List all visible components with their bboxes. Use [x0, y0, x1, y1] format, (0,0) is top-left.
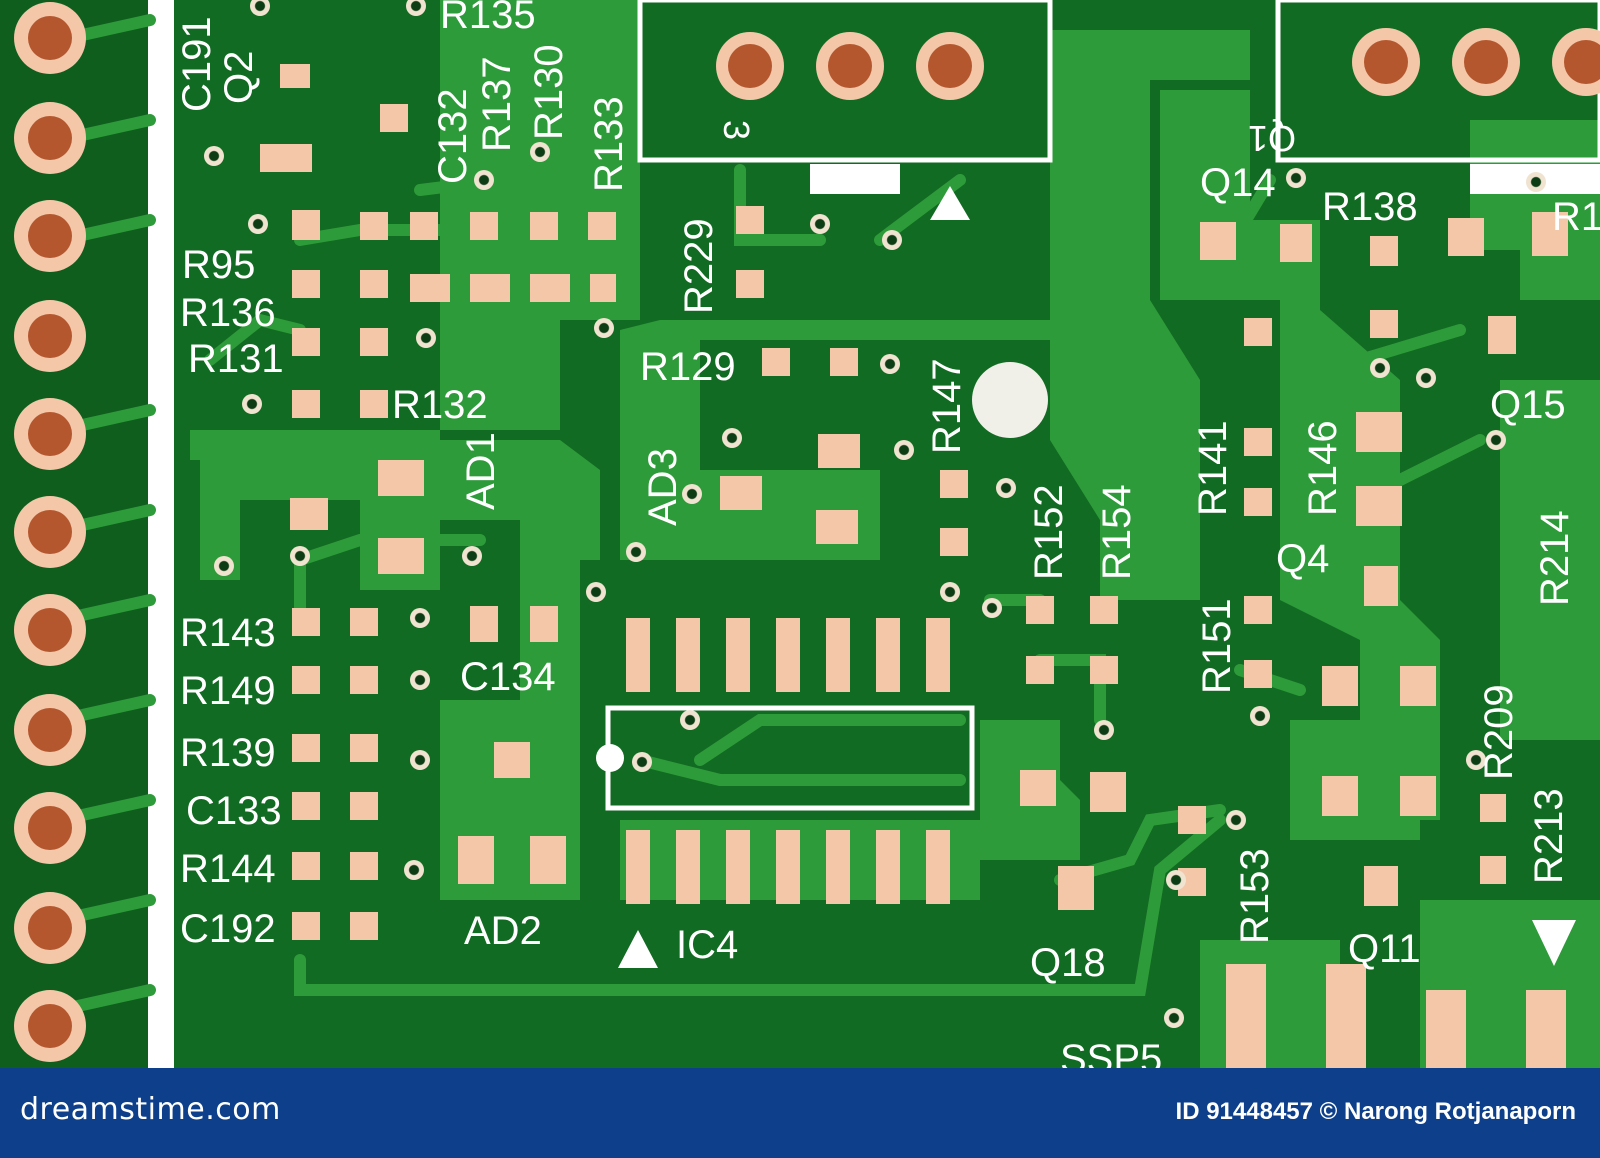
smd-pads	[260, 64, 1568, 1068]
label-q15: Q15	[1490, 383, 1566, 427]
vias	[204, 0, 1546, 1028]
label-ic4: IC4	[676, 923, 738, 967]
watermark-footer: dreamstime.com ID 91448457 © Narong Rotj…	[0, 1068, 1600, 1158]
circuit-board-photo: R135 C191 Q2 C132 R137 R130 R133 R229 R9…	[0, 0, 1600, 1068]
label-r1: R1	[1552, 195, 1600, 239]
label-r214: R214	[1533, 510, 1577, 606]
label-r149: R149	[180, 669, 276, 713]
label-q2: Q2	[217, 51, 261, 104]
label-ad3: AD3	[641, 448, 685, 526]
ic4-footprint	[596, 618, 975, 904]
label-r137: R137	[475, 56, 519, 152]
label-r133: R133	[587, 96, 631, 192]
label-r153: R153	[1233, 848, 1277, 944]
silkscreen-border	[148, 0, 174, 1068]
connector-pads-top	[637, 0, 1600, 194]
label-r147: R147	[925, 358, 969, 454]
label-r229: R229	[677, 218, 721, 314]
label-q1: Q1	[1248, 118, 1296, 159]
label-r213: R213	[1527, 788, 1571, 884]
label-r130: R130	[527, 44, 571, 140]
label-r152: R152	[1027, 484, 1071, 580]
label-r144: R144	[180, 847, 276, 891]
label-r129: R129	[640, 345, 736, 389]
image-credit: ID 91448457 © Narong Rotjanaporn	[1175, 1098, 1576, 1125]
label-q11: Q11	[1348, 927, 1421, 971]
brand-logo: dreamstime.com	[20, 1092, 281, 1127]
label-r154: R154	[1095, 484, 1139, 580]
label-q14: Q14	[1200, 161, 1276, 205]
label-c134: C134	[460, 655, 556, 699]
silkscreen-labels: R135 C191 Q2 C132 R137 R130 R133 R229 R9…	[175, 0, 1600, 1068]
label-ad1: AD1	[459, 432, 503, 510]
label-r95: R95	[182, 243, 255, 287]
label-q18: Q18	[1030, 941, 1106, 985]
label-c191: C191	[175, 16, 219, 112]
label-r143: R143	[180, 611, 276, 655]
label-r151: R151	[1195, 598, 1239, 694]
label-r141: R141	[1191, 420, 1235, 516]
label-q4: Q4	[1276, 537, 1329, 581]
silkscreen-markers	[618, 186, 1576, 968]
thru-hole-pads-left	[14, 2, 86, 1062]
label-c132: C132	[431, 88, 475, 184]
label-ad2: AD2	[464, 909, 542, 953]
label-c133: C133	[186, 789, 282, 833]
label-ssp5: SSP5	[1060, 1037, 1162, 1068]
label-c192: C192	[180, 907, 276, 951]
label-r138: R138	[1322, 185, 1418, 229]
label-r146: R146	[1301, 420, 1345, 516]
label-r139: R139	[180, 731, 276, 775]
label-r136: R136	[180, 291, 276, 335]
label-r132: R132	[392, 383, 488, 427]
label-r209: R209	[1477, 684, 1521, 780]
mounting-hole	[972, 362, 1048, 438]
label-r135: R135	[440, 0, 536, 37]
label-r131: R131	[188, 337, 284, 381]
label-pin-3: 3	[716, 120, 757, 140]
